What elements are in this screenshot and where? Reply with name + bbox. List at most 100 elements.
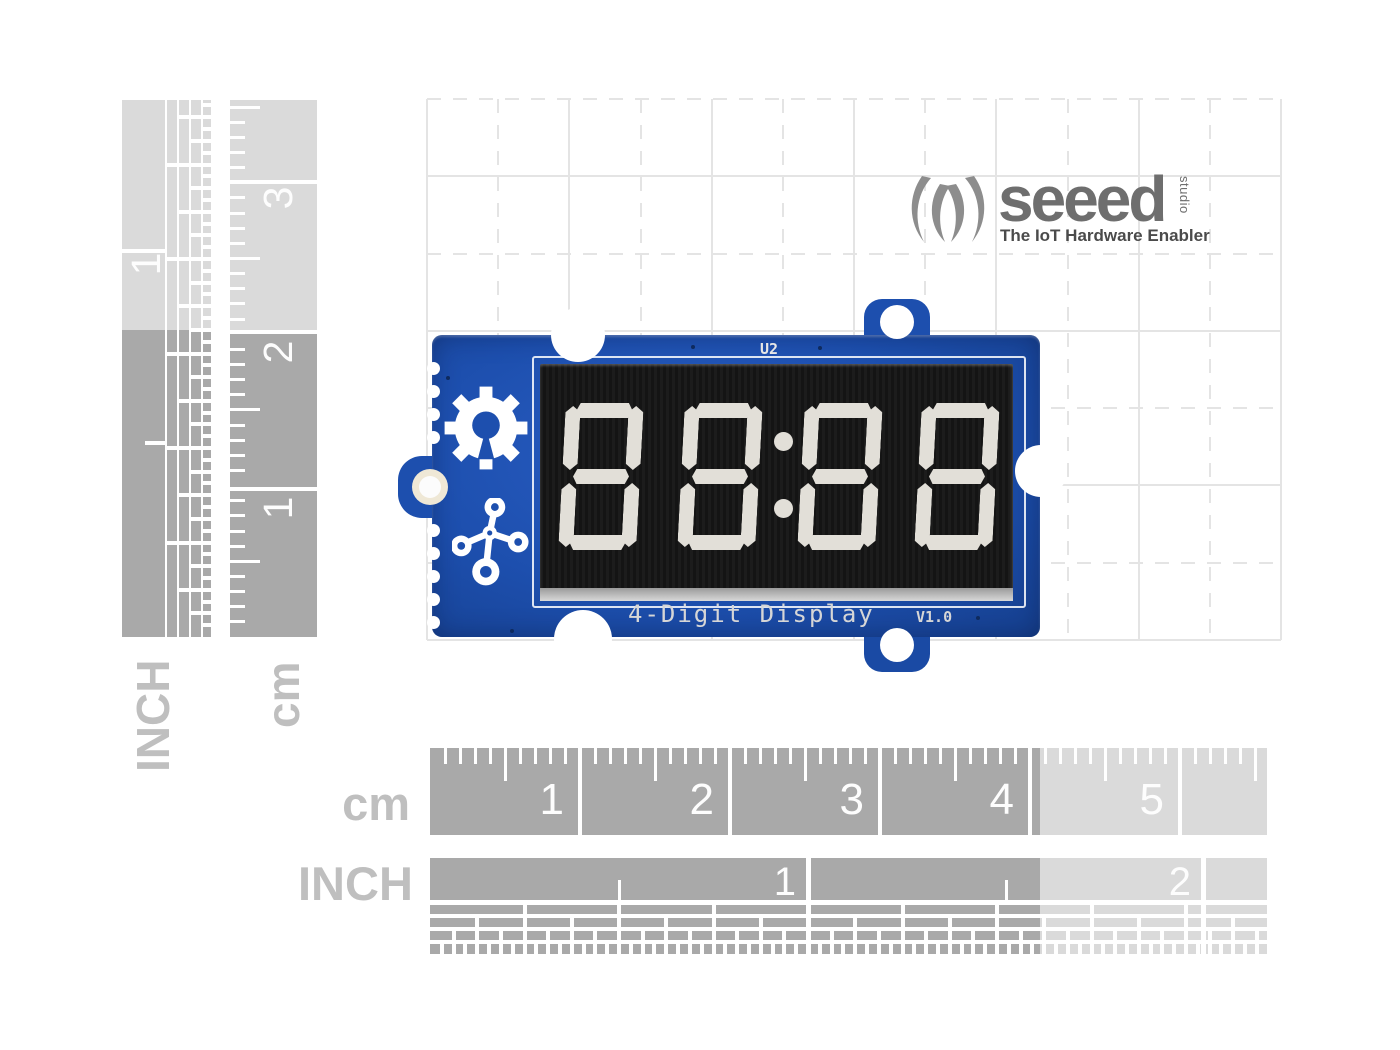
h-inch-subrow-gap <box>1042 931 1047 940</box>
h-inch-subrow-gap <box>569 918 574 927</box>
colon-dot <box>774 432 793 451</box>
h-inch-subrow-gap <box>1200 931 1206 940</box>
h-inch-subrow-gap <box>1124 944 1129 954</box>
h-cm-tick <box>848 748 852 764</box>
h-cm-separator <box>578 748 582 835</box>
v-cm-tick <box>230 135 245 139</box>
v-inch-subcol-gap <box>179 209 189 214</box>
h-inch-number: 1 <box>773 860 796 904</box>
v-inch-subcol-gap <box>191 398 201 403</box>
castellation-notch <box>426 569 440 583</box>
h-inch-subrow-gap <box>451 931 456 940</box>
h-cm-separator <box>1178 748 1182 835</box>
v-inch-subcol-gap <box>191 587 201 592</box>
h-cm-number: 3 <box>839 775 864 824</box>
v-inch-subcol-gap <box>203 257 211 261</box>
h-cm-tick <box>1208 748 1212 764</box>
h-cm-tick <box>1118 748 1122 764</box>
via-dot <box>510 629 514 633</box>
grid-line-v-dashed <box>1208 99 1211 640</box>
h-inch-subrow-gap <box>805 931 811 940</box>
h-cm-separator <box>1028 748 1032 835</box>
edge-notch-bottom <box>554 610 612 668</box>
seg-c <box>740 483 758 547</box>
h-inch-subrow-gap <box>1195 944 1200 954</box>
h-cm-tick <box>713 748 717 764</box>
h-inch-subrow-gap <box>1065 944 1070 954</box>
h-inch-subrow-gap <box>711 918 716 927</box>
h-inch-subrow-gap <box>676 944 681 954</box>
h-inch-subrow-gap <box>522 918 527 927</box>
v-cm-tick <box>230 151 245 155</box>
h-inch-subrow-gap <box>723 944 728 954</box>
h-inch-subrow-gap <box>652 944 657 954</box>
v-inch-subcol-gap <box>179 398 189 403</box>
h-cm-tick <box>698 748 702 764</box>
h-inch-subrow-gap <box>1231 918 1236 927</box>
v-inch-subcol-gap <box>179 351 189 356</box>
display-bottom-bezel <box>540 588 1013 601</box>
v-inch-subcol-gap <box>191 280 201 285</box>
v-inch-subcol-gap <box>203 422 211 427</box>
castellation-notch <box>426 407 440 421</box>
h-cm-tick <box>968 748 972 764</box>
h-inch-subrow-gap <box>463 944 468 954</box>
v-cm-boundary <box>230 330 317 334</box>
h-inch-subrow-gap <box>1254 931 1259 940</box>
digit <box>558 403 644 550</box>
h-cm-tick <box>863 748 867 764</box>
v-inch-subcol-gap <box>203 623 211 628</box>
digit <box>797 403 883 550</box>
h-inch-subrow-gap <box>487 944 492 954</box>
v-cm-tick <box>230 241 245 245</box>
v-inch-separator <box>122 249 165 253</box>
v-cm-tick <box>230 590 245 594</box>
h-inch-subrow-gap <box>853 918 858 927</box>
ref-designator-label: U2 <box>760 340 779 358</box>
h-cm-tick <box>653 748 657 781</box>
seg-d <box>925 535 982 550</box>
v-inch-subcol-gap <box>191 138 201 143</box>
v-cm-tick <box>230 302 245 306</box>
h-inch-subrow-gap <box>782 931 787 940</box>
h-inch-subrow <box>430 905 1267 914</box>
h-cm-tick <box>593 748 597 764</box>
digit <box>914 403 1000 550</box>
v-cm-tick <box>230 257 260 260</box>
h-cm-tick <box>953 748 957 781</box>
v-inch-subcol <box>191 100 201 637</box>
v-inch-subcol-gap <box>203 115 211 120</box>
v-cm-tick <box>230 499 245 503</box>
v-inch-subcol-gap <box>203 611 211 616</box>
h-inch-subrow-gap <box>1231 944 1236 954</box>
v-inch-bar <box>122 100 165 637</box>
h-cm-tick <box>1043 748 1047 764</box>
h-inch-subrow-gap <box>1172 944 1177 954</box>
h-inch-subrow-gap <box>557 944 562 954</box>
h-inch-subrow-gap <box>534 944 539 954</box>
h-inch-subrow-gap <box>522 944 527 954</box>
mount-hole-bottom <box>880 628 914 662</box>
h-inch-subrow-gap <box>1113 944 1118 954</box>
v-inch-subcol-gap <box>179 540 189 545</box>
v-inch-subcol-gap <box>191 493 201 498</box>
h-inch-subrow <box>430 944 1267 954</box>
v-inch-subcol-gap <box>203 209 211 214</box>
v-inch-subcol-gap <box>191 327 201 332</box>
seg-f <box>801 406 819 470</box>
mount-hole-top <box>880 305 914 339</box>
h-inch-subrow-gap <box>664 931 669 940</box>
h-inch-subrow-gap <box>853 931 858 940</box>
h-inch-half-tick <box>617 880 621 900</box>
h-inch-subrow-gap <box>475 944 480 954</box>
via-dot <box>446 376 450 380</box>
h-cm-number: 4 <box>989 775 1014 824</box>
v-inch-subcol-gap <box>203 540 211 545</box>
h-inch-subrow-gap <box>1030 944 1035 954</box>
h-cm-tick <box>1253 748 1257 781</box>
seven-segment-display <box>540 364 1013 601</box>
h-inch-subrow-gap <box>1042 918 1047 927</box>
h-inch-subrow-gap <box>699 944 704 954</box>
v-cm-tick <box>230 317 245 321</box>
